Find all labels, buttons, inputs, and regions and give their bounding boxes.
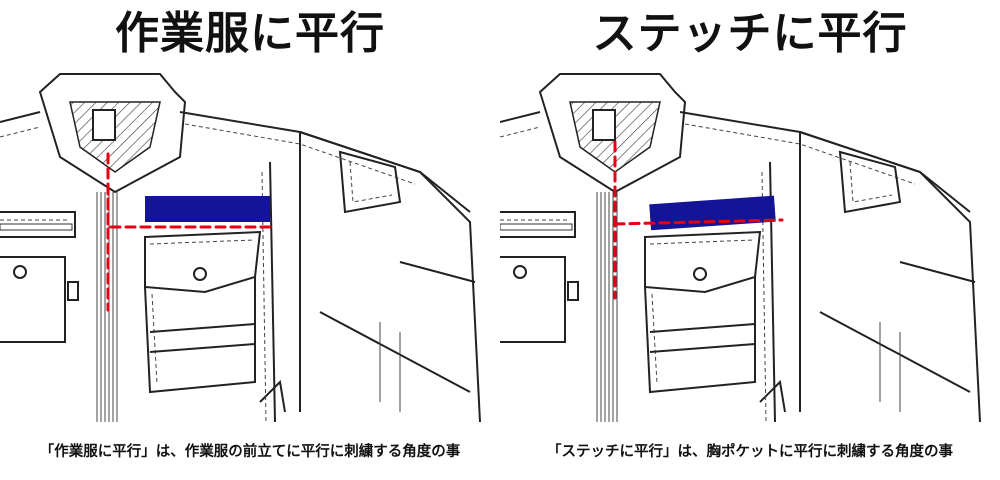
panel-parallel-to-garment: 作業服に平行 <box>0 8 481 460</box>
collar-tag <box>92 109 116 141</box>
left-shoulder-seam <box>0 111 41 123</box>
right-shoulder-seam <box>679 111 971 213</box>
sleeve <box>299 131 481 422</box>
horizontal-guide-line <box>613 218 784 226</box>
jacket-illustration <box>500 73 981 422</box>
collar <box>38 73 187 194</box>
embroidery-block <box>649 195 776 231</box>
chest-pocket-flap <box>144 230 262 294</box>
zipper-placket <box>596 192 618 422</box>
panel-title: 作業服に平行 <box>115 8 385 59</box>
embroidery-block <box>145 196 270 222</box>
collar-tag <box>592 109 616 141</box>
sleeve <box>799 131 981 422</box>
jacket-illustration <box>0 73 481 422</box>
chest-pocket-flap <box>644 230 762 294</box>
horizontal-guide-line <box>106 183 277 229</box>
chest-pocket <box>144 277 256 394</box>
panel-caption: 「作業服に平行」は、作業服の前立てに平行に刺繍する角度の事 <box>39 444 461 460</box>
collar <box>538 73 687 194</box>
left-shoulder-seam <box>500 111 541 123</box>
panel-caption: 「ステッチに平行」は、胸ポケットに平行に刺繍する角度の事 <box>547 444 953 460</box>
panel-parallel-to-stitch: ステッチに平行 <box>500 0 1000 480</box>
panel-title: ステッチに平行 <box>592 8 908 59</box>
chest-pocket <box>644 277 756 394</box>
